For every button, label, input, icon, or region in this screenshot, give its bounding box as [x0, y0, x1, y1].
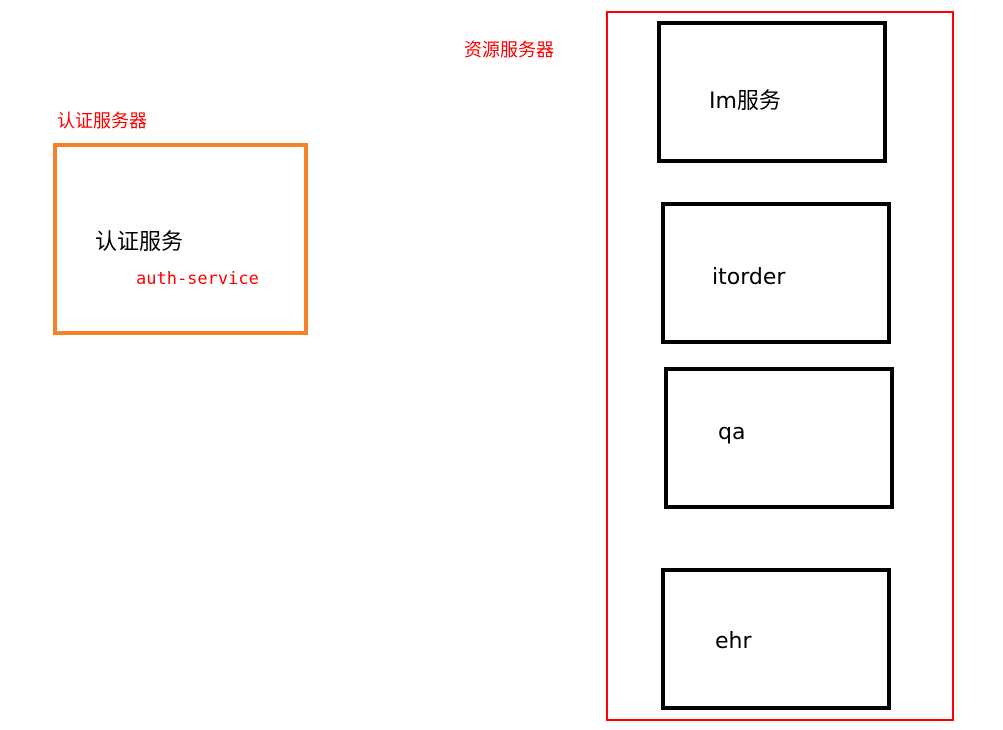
resource-server-box [606, 11, 954, 721]
auth-service-id: auth-service [136, 269, 259, 289]
service-box-qa [664, 367, 894, 509]
resource-server-label: 资源服务器 [464, 40, 554, 61]
service-box-im [657, 21, 887, 163]
service-label-itorder: itorder [712, 265, 786, 290]
auth-service-name: 认证服务 [95, 230, 184, 255]
service-label-qa: qa [718, 420, 746, 445]
service-label-ehr: ehr [715, 629, 752, 654]
auth-server-label: 认证服务器 [57, 111, 147, 132]
service-box-ehr [661, 568, 891, 710]
service-label-im: Im服务 [709, 89, 781, 114]
service-box-itorder [661, 202, 891, 344]
auth-server-box [53, 143, 308, 335]
